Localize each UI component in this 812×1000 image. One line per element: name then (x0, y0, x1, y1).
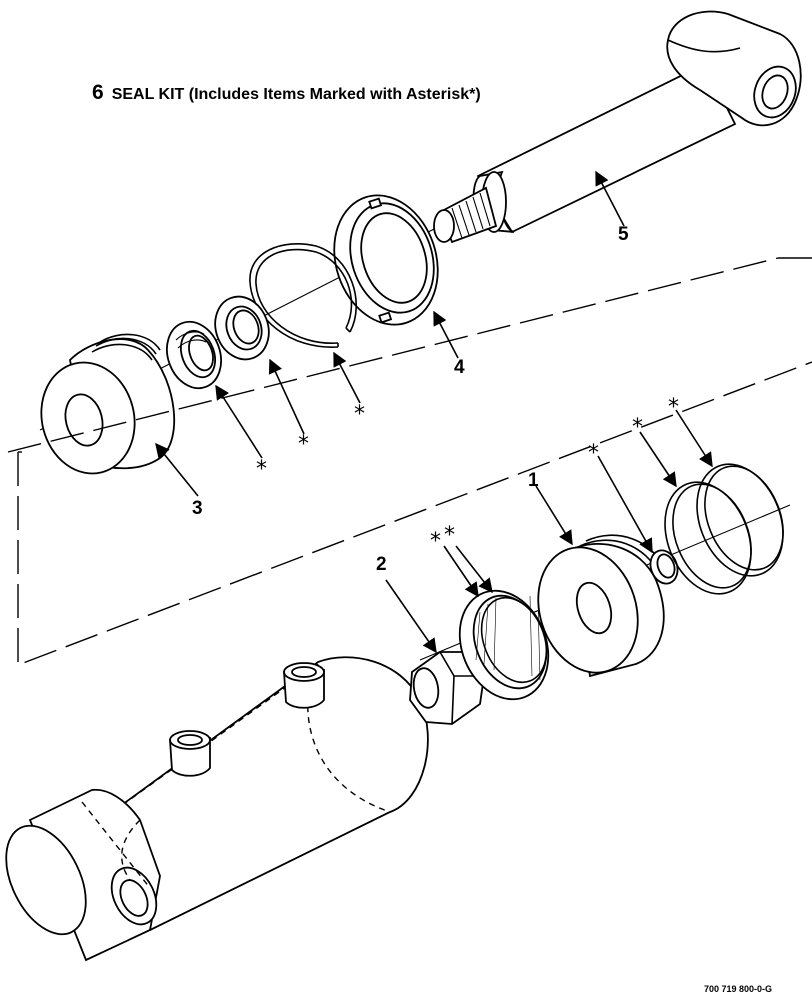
asterisk-piston-seal-2: * (444, 523, 455, 548)
outer-o-ring (696, 463, 784, 577)
reference-line-upper (7, 257, 779, 453)
callout-5: 5 (618, 224, 629, 245)
cylinder-barrel (5, 656, 429, 962)
callout-3: 3 (192, 498, 203, 519)
asterisk-inner-o-ring: * (588, 441, 599, 466)
piston-rod (433, 10, 802, 244)
assembly-reference-line (17, 361, 812, 667)
asterisk-snap-ring: * (354, 402, 365, 427)
asterisk-outer-o-ring: * (668, 395, 679, 420)
gland-lock-ring (333, 194, 439, 326)
wiper-seal (214, 295, 270, 361)
diagram-title: 6 SEAL KIT (Includes Items Marked with As… (92, 81, 481, 104)
seal-kit-item-number: 6 (92, 81, 104, 104)
seal-kit-description: SEAL KIT (Includes Items Marked with Ast… (112, 86, 481, 103)
piston-seal-ring (458, 589, 550, 701)
leader-lines (155, 170, 713, 654)
back-up-ring (664, 481, 752, 595)
asterisk-piston-seal-1: * (430, 529, 441, 554)
rod-seal (166, 320, 222, 390)
asterisk-back-up-ring: * (632, 415, 643, 440)
piston-nut (409, 651, 485, 725)
figure-id: 700 719 800-0-G (704, 984, 772, 994)
asterisk-rod-seal: * (256, 457, 267, 482)
asterisk-wiper-seal: * (298, 432, 309, 457)
callout-4: 4 (454, 357, 465, 378)
callout-1: 1 (528, 470, 539, 491)
piston (537, 534, 667, 678)
snap-ring (249, 242, 358, 348)
gland (40, 333, 176, 475)
callout-2: 2 (376, 554, 387, 575)
